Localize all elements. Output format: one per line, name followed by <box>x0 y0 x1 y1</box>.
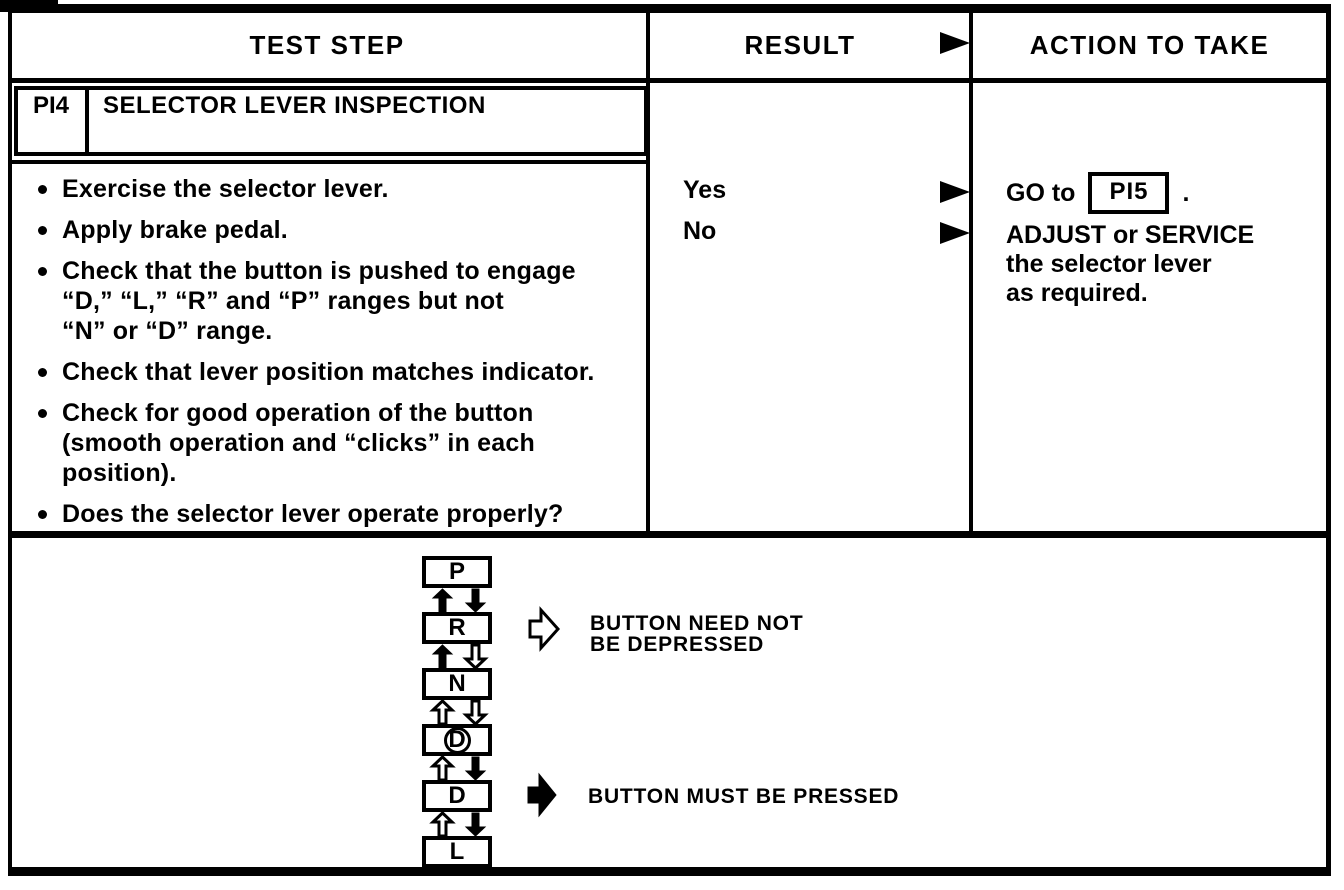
gear-ring: D <box>448 784 465 808</box>
overdrive-ring: D <box>443 726 471 754</box>
bullet-dot-icon <box>38 226 47 235</box>
test-step-text: Check that lever position matches indica… <box>62 358 595 386</box>
test-id-divider <box>85 86 89 156</box>
test-step-text: Does the selector lever operate properly… <box>62 500 564 528</box>
gear-box-r: R <box>422 612 492 644</box>
gear-box-n: N <box>422 668 492 700</box>
shift-down-arrow-icon <box>464 812 487 837</box>
test-step-item: Apply brake pedal. <box>38 215 638 245</box>
gear-ring: L <box>450 840 465 864</box>
shift-up-arrow-icon <box>429 754 456 782</box>
gear-label: L <box>449 838 465 865</box>
legend-arrow-outline-icon <box>528 606 561 652</box>
test-step-item: Exercise the selector lever. <box>38 174 638 204</box>
bullet-dot-icon <box>38 267 47 276</box>
go-to-target-box: PI5 <box>1088 172 1170 214</box>
diagram-top-rule <box>8 531 1331 538</box>
go-to-period: . <box>1182 178 1190 207</box>
test-step-text: Check for good operation of the button (… <box>62 399 535 487</box>
legend-label-need-not: BUTTON NEED NOT BE DEPRESSED <box>590 612 804 656</box>
shift-transition <box>422 698 492 727</box>
result-arrow-icon <box>940 32 970 54</box>
legend-arrow-filled-icon <box>527 772 557 818</box>
action-instruction: ADJUST or SERVICE the selector lever as … <box>1006 221 1255 307</box>
test-id-badge: PI4 <box>32 92 70 119</box>
test-step-item: Does the selector lever operate properly… <box>38 499 638 529</box>
gear-label: R <box>448 614 466 641</box>
result-no-arrow-icon <box>940 222 970 244</box>
table-outer-border <box>8 4 1331 876</box>
bullet-dot-icon <box>38 185 47 194</box>
shift-down-arrow-icon <box>462 699 489 727</box>
gear-box-overdrive: D <box>422 724 492 756</box>
result-no-label: No <box>683 217 717 245</box>
header-result: RESULT <box>744 30 856 60</box>
action-go-to: GO to PI5 . <box>1006 172 1189 214</box>
test-step-item: Check that the button is pushed to engag… <box>38 256 638 346</box>
test-step-item: Check that lever position matches indica… <box>38 357 638 387</box>
column-divider-2 <box>969 4 973 538</box>
result-yes-arrow-icon <box>940 181 970 203</box>
gear-label: P <box>448 558 465 585</box>
gear-box-l: L <box>422 836 492 868</box>
bullet-dot-icon <box>38 409 47 418</box>
gear-label: D <box>448 726 466 753</box>
header-test-step: TEST STEP <box>249 30 405 60</box>
gear-box-p: P <box>422 556 492 588</box>
test-title: SELECTOR LEVER INSPECTION <box>103 92 486 119</box>
gear-ring: N <box>448 672 465 696</box>
shift-transition <box>422 588 492 613</box>
gear-label: N <box>448 670 466 697</box>
shift-down-arrow-icon <box>462 643 489 671</box>
test-step-item: Check for good operation of the button (… <box>38 398 638 488</box>
test-step-list: Exercise the selector lever. Apply brake… <box>38 174 638 540</box>
test-step-text: Exercise the selector lever. <box>62 175 389 203</box>
shift-up-arrow-icon <box>431 644 454 669</box>
shift-up-arrow-icon <box>431 588 454 613</box>
shift-transition <box>422 810 492 838</box>
shift-down-arrow-icon <box>464 756 487 781</box>
shift-up-arrow-icon <box>429 810 456 838</box>
legend-label-must-press: BUTTON MUST BE PRESSED <box>588 785 900 808</box>
shift-up-arrow-icon <box>429 698 456 726</box>
gear-ring: P <box>449 560 465 584</box>
gear-label: D <box>448 782 466 809</box>
gear-ring: R <box>448 616 465 640</box>
header-action-to-take: ACTION TO TAKE <box>1029 30 1270 60</box>
column-divider-1 <box>646 4 650 538</box>
test-step-text: Apply brake pedal. <box>62 216 288 244</box>
header-bottom-rule <box>8 78 1331 83</box>
result-yes-label: Yes <box>683 176 727 204</box>
test-title-box <box>14 86 648 156</box>
test-step-cell-top-rule <box>8 160 648 164</box>
shift-transition <box>422 754 492 782</box>
shift-transition <box>422 643 492 671</box>
gear-box-d: D <box>422 780 492 812</box>
scan-corner-mark <box>0 0 58 12</box>
bullet-dot-icon <box>38 368 47 377</box>
go-to-prefix: GO to <box>1006 178 1076 207</box>
shift-down-arrow-icon <box>464 588 487 613</box>
bullet-dot-icon <box>38 510 47 519</box>
test-step-text: Check that the button is pushed to engag… <box>62 257 576 345</box>
